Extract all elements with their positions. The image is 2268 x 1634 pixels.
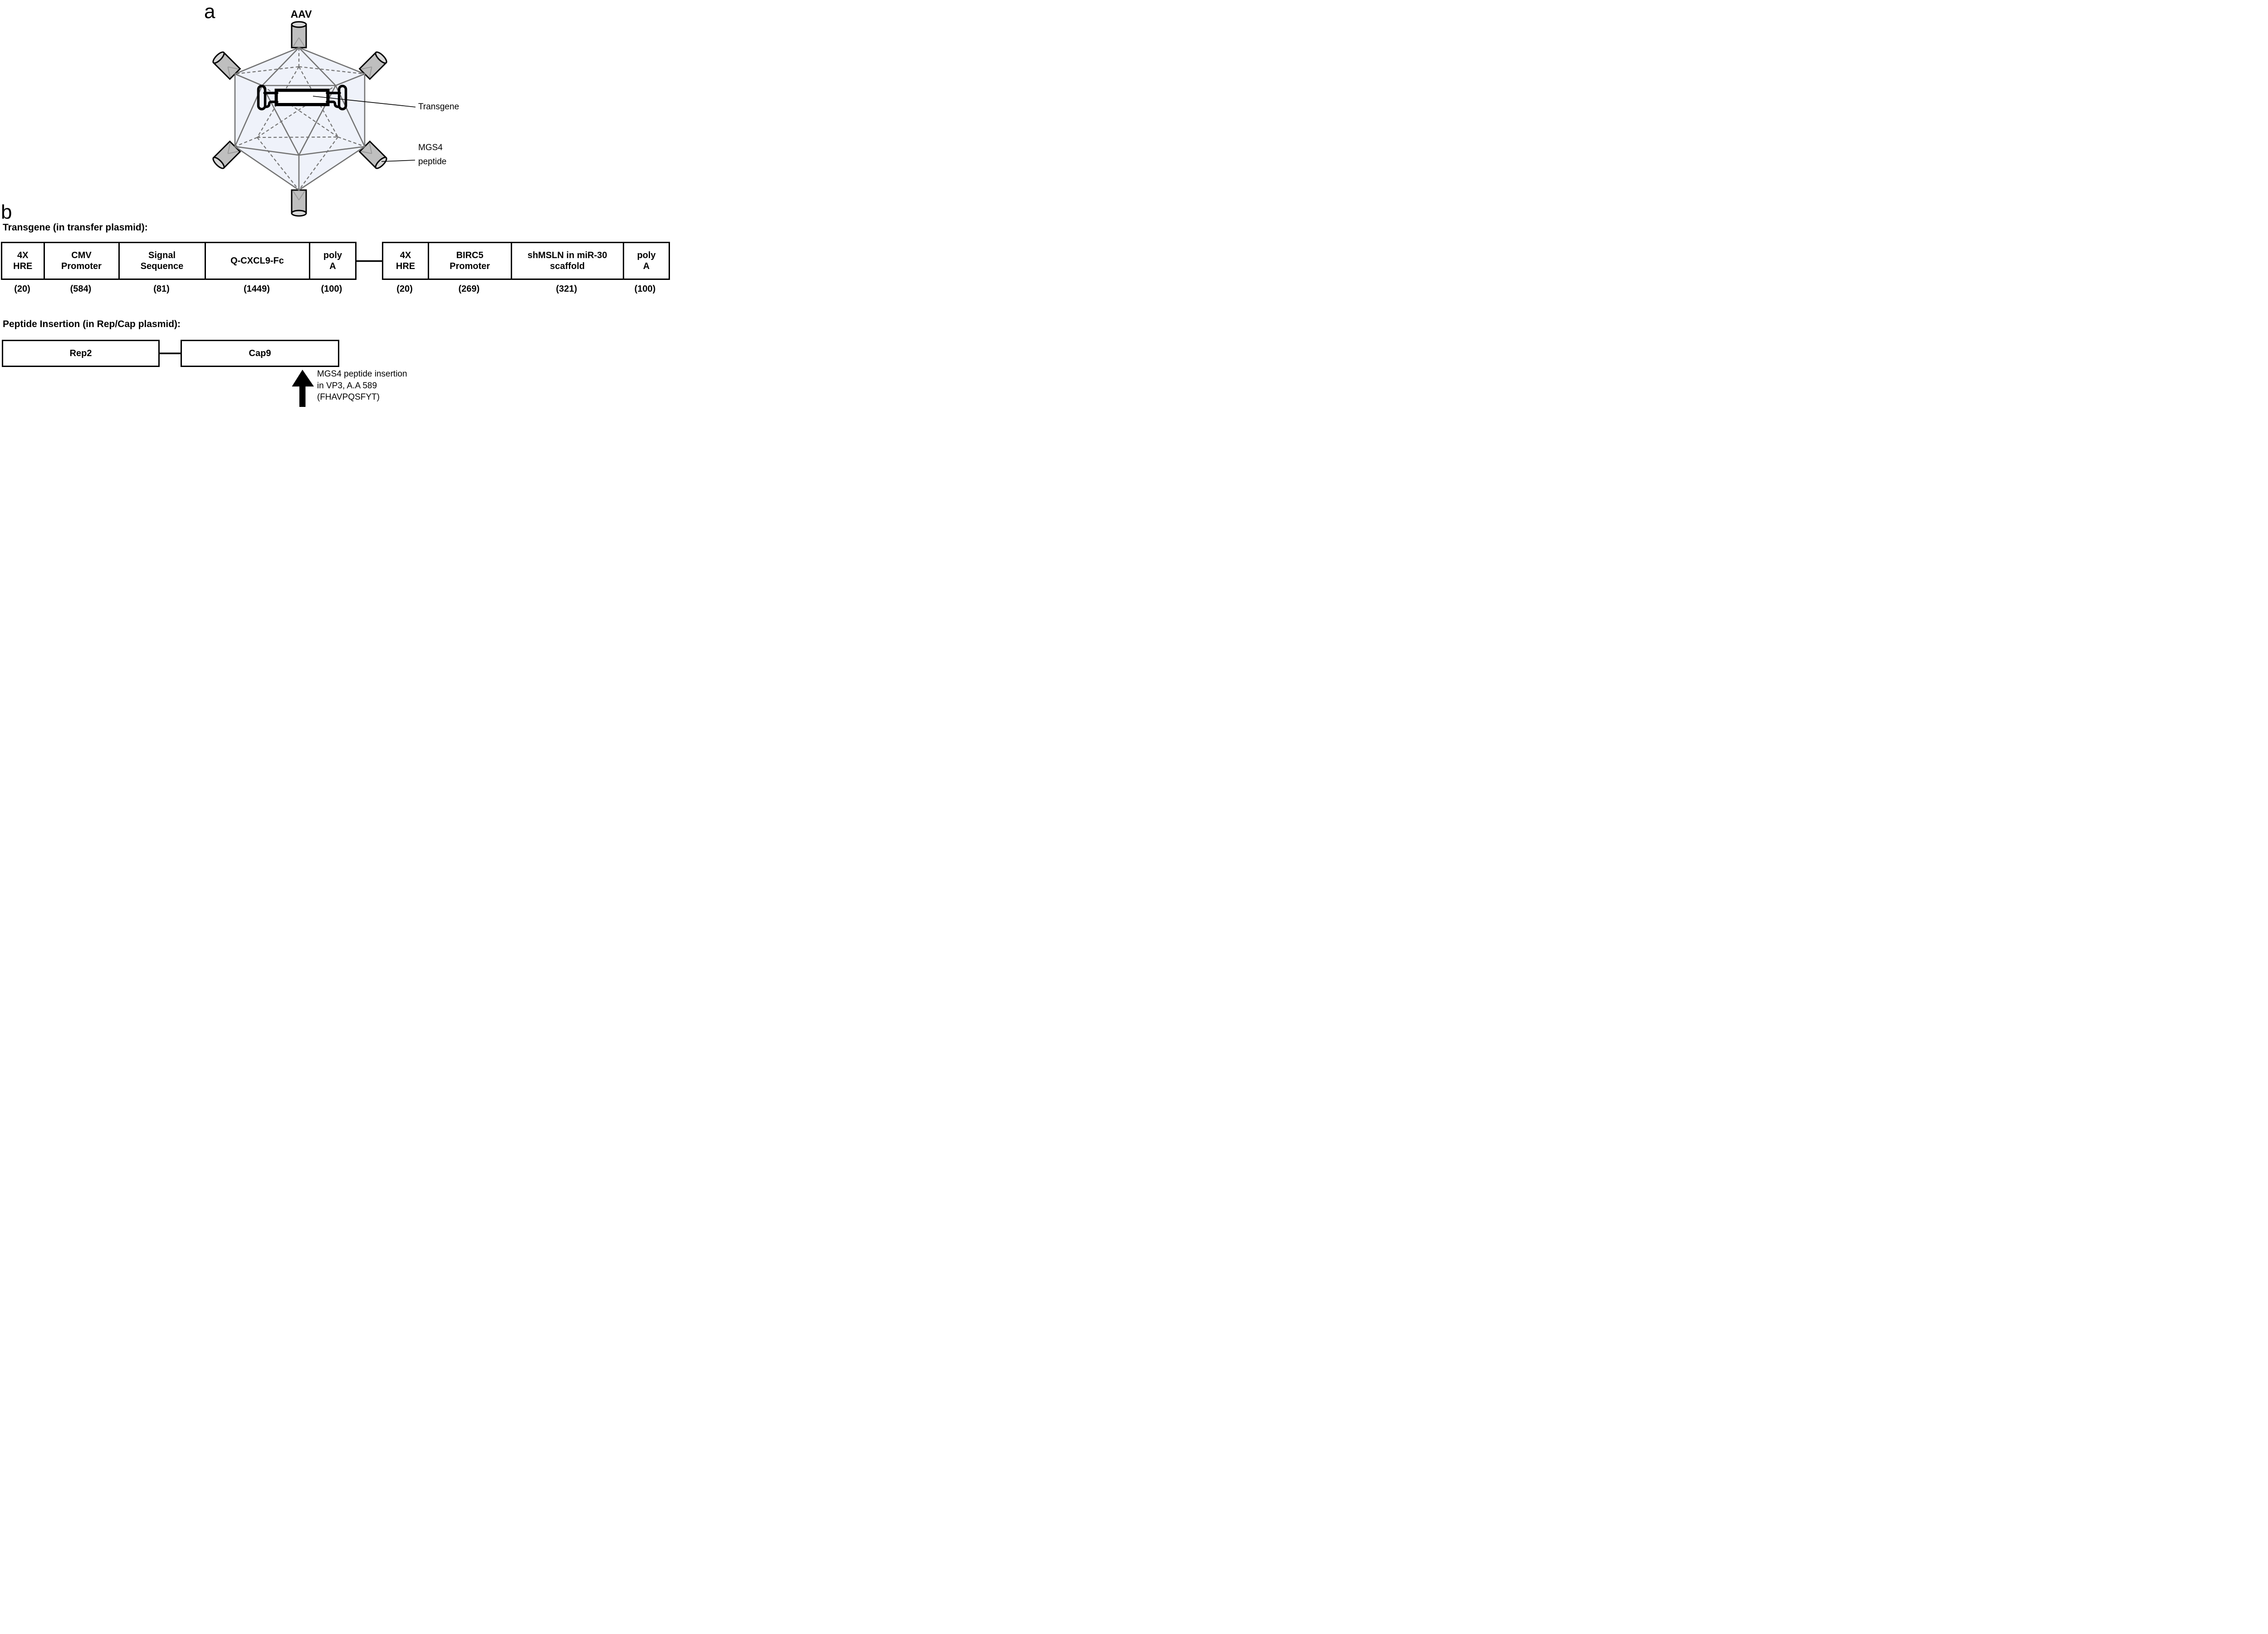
segment-4x-hre-2: 4X HRE xyxy=(383,243,429,279)
segment-label: A xyxy=(329,261,336,271)
segment-label: Promoter xyxy=(61,261,102,271)
transgene-section-title: Transgene (in transfer plasmid): xyxy=(3,222,148,233)
size-polya-2: (100) xyxy=(634,284,656,294)
size-shmsln: (321) xyxy=(556,284,577,294)
segment-label: HRE xyxy=(13,261,33,271)
mgs4-callout-line1: MGS4 xyxy=(418,143,443,152)
capsid-front-edges xyxy=(234,47,366,191)
size-birc5: (269) xyxy=(458,284,480,294)
segment-label: HRE xyxy=(396,261,415,271)
rep2-box: Rep2 xyxy=(2,340,160,367)
spike-bottom-icon xyxy=(291,189,307,217)
segment-label: 4X xyxy=(400,250,411,260)
insertion-arrow-icon xyxy=(292,370,314,407)
peptide-section-title: Peptide Insertion (in Rep/Cap plasmid): xyxy=(3,319,181,329)
transgene-leader-line xyxy=(313,96,416,108)
segment-label: A xyxy=(643,261,650,271)
segment-label: Signal xyxy=(148,250,176,260)
figure-drawing xyxy=(160,21,416,407)
segment-label: Sequence xyxy=(140,261,184,271)
segment-signal-sequence: Signal Sequence xyxy=(120,243,206,279)
transgene-construct-1: 4X HRE CMV Promoter Signal Sequence Q-CX… xyxy=(1,242,357,280)
panel-a-label: a xyxy=(204,0,215,23)
itr-left-icon xyxy=(257,84,279,111)
size-cmv: (584) xyxy=(70,284,92,294)
segment-label: 4X xyxy=(17,250,29,260)
size-polya-1: (100) xyxy=(321,284,342,294)
segment-label: Promoter xyxy=(450,261,490,271)
segment-label: shMSLN in miR-30 xyxy=(527,250,607,260)
insertion-annotation: MGS4 peptide insertion in VP3, A.A 589 (… xyxy=(317,368,407,403)
segment-label: BIRC5 xyxy=(456,250,484,260)
mgs4-callout-line2: peptide xyxy=(418,157,447,166)
segment-label: poly xyxy=(637,250,656,260)
segment-polya-2: poly A xyxy=(624,243,669,279)
capsid-title: AAV xyxy=(290,8,312,20)
segment-birc5-promoter: BIRC5 Promoter xyxy=(429,243,512,279)
size-signal: (81) xyxy=(153,284,170,294)
segment-shmsln: shMSLN in miR-30 scaffold xyxy=(512,243,624,279)
insertion-annotation-line2: in VP3, A.A 589 xyxy=(317,381,377,391)
transgene-callout: Transgene xyxy=(418,102,459,112)
panel-b-label: b xyxy=(1,201,12,223)
spike-lower-left-icon xyxy=(212,140,241,169)
segment-label: CMV xyxy=(71,250,92,260)
transgene-cassette-box xyxy=(274,88,330,106)
spike-upper-right-icon xyxy=(358,51,387,80)
size-q-cxcl9: (1449) xyxy=(244,284,270,294)
spike-top-icon xyxy=(291,21,307,49)
spike-upper-left-icon xyxy=(212,51,241,80)
segment-cmv-promoter: CMV Promoter xyxy=(45,243,120,279)
segment-label: scaffold xyxy=(550,261,585,271)
insertion-annotation-line3: (FHAVPQSFYT) xyxy=(317,392,380,402)
segment-label: poly xyxy=(323,250,342,260)
segment-q-cxcl9-fc: Q-CXCL9-Fc xyxy=(206,243,310,279)
itr-right-icon xyxy=(326,84,347,111)
size-4x-hre-1: (20) xyxy=(14,284,30,294)
size-4x-hre-2: (20) xyxy=(396,284,413,294)
insertion-annotation-line1: MGS4 peptide insertion xyxy=(317,369,407,379)
figure-page: a AAV Transgene MGS4 peptide b Transgene… xyxy=(0,0,670,409)
cap9-box: Cap9 xyxy=(181,340,339,367)
segment-label: Q-CXCL9-Fc xyxy=(230,256,284,266)
transgene-construct-2: 4X HRE BIRC5 Promoter shMSLN in miR-30 s… xyxy=(382,242,670,280)
spike-lower-right-icon xyxy=(358,140,387,169)
mgs4-callout: MGS4 peptide xyxy=(418,141,446,169)
capsid-body xyxy=(235,48,365,190)
segment-polya-1: poly A xyxy=(310,243,356,279)
mgs4-leader-line xyxy=(381,160,415,162)
segment-4x-hre: 4X HRE xyxy=(2,243,45,279)
